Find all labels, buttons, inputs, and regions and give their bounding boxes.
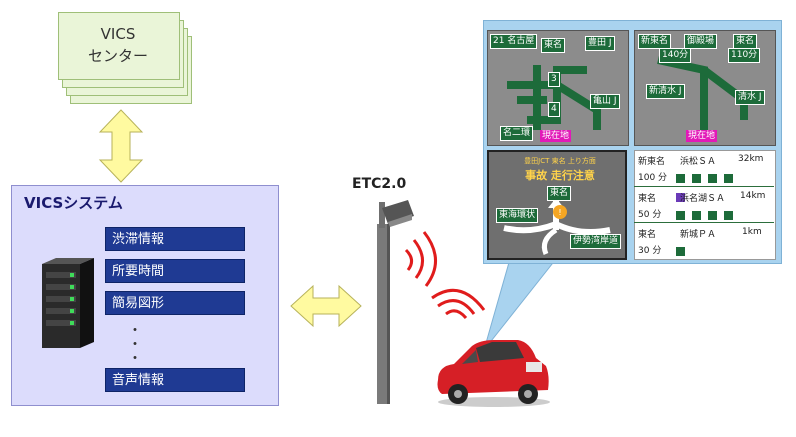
ellipsis-dot: ・ (128, 337, 142, 353)
map2-top-right: 東名 (733, 34, 758, 49)
horizontal-double-arrow (290, 284, 362, 328)
sa-pa-list (634, 150, 776, 260)
vics-system-title: VICSシステム (24, 194, 123, 212)
sa-row-name: 浜名湖ＳＡ (680, 194, 726, 204)
accident-right-label: 伊勢湾岸道 (570, 234, 622, 249)
server-icon (42, 258, 94, 348)
info-item-voice: 音声情報 (105, 368, 245, 392)
etc-label: ETC2.0 (352, 176, 407, 192)
vertical-double-arrow (98, 109, 144, 183)
sa-row-time: 100 分 (638, 173, 668, 183)
sa-row-dist: 14km (740, 191, 766, 201)
map2-top-mid: 御殿場 (684, 34, 718, 49)
sa-row-road: 新東名 (638, 157, 666, 167)
map1-bottom-label: 名二環 (500, 126, 534, 141)
sa-row-road: 東名 (638, 230, 657, 240)
ellipsis-dot: ・ (128, 323, 142, 339)
info-item-congestion: 渋滞情報 (105, 227, 245, 251)
info-item-simple-figure: 簡易図形 (105, 291, 245, 315)
info-item-travel-time: 所要時間 (105, 259, 245, 283)
map1-route-number: 21 (493, 36, 505, 46)
facility-icons (676, 168, 746, 202)
radio-wave-icon (431, 288, 486, 319)
sa-row-dist: 32km (738, 154, 764, 164)
map2-mid-right-text: 清水 (738, 92, 757, 102)
map1-mid-right-j: J (613, 96, 617, 106)
sa-row-name: 浜松ＳＡ (680, 157, 717, 167)
sa-row-name: 新城ＰＡ (680, 230, 717, 240)
accident-header: 豊田JCT 東名 上り方面 (524, 157, 596, 165)
sa-row-time: 30 分 (638, 246, 662, 256)
facility-icons (676, 241, 696, 256)
map2-mid-left-j: J (678, 86, 682, 96)
ellipsis-dot: ・ (128, 351, 142, 367)
map1-right-label: 豊田 J (585, 36, 615, 51)
map1-route-sign: 21 名古屋 (490, 34, 538, 49)
map2-time-right: 110分 (728, 48, 761, 63)
map2-time-left: 140分 (659, 48, 692, 63)
map1-mid-right-label: 亀山 J (590, 94, 620, 109)
sa-separator (634, 222, 774, 223)
sa-row-dist: 1km (742, 227, 762, 237)
car-icon (437, 340, 550, 407)
facility-icons (676, 205, 746, 220)
accident-top-label: 東名 (547, 186, 572, 201)
vics-center-label: VICS センター (58, 12, 178, 78)
accident-left-label: 東海環状 (496, 208, 539, 223)
map2-mid-left-text: 新清水 (649, 86, 677, 96)
radio-wave-icon (404, 231, 437, 287)
accident-title: 事故 走行注意 (525, 169, 595, 182)
roadside-antenna-icon (377, 200, 414, 404)
map2-current-location: 現在地 (686, 130, 718, 142)
vics-center-line2: センター (87, 47, 148, 65)
map1-mid-right-text: 亀山 (593, 96, 612, 106)
map1-route-3: 3 (548, 72, 560, 87)
map2-mid-right: 清水 J (735, 90, 765, 105)
map2-mid-left: 新清水 J (646, 84, 685, 99)
map1-right-text: 豊田 (588, 38, 607, 48)
vics-center-line1: VICS (100, 25, 136, 43)
map1-right-j: J (608, 38, 612, 48)
vics-center-doc-front (58, 12, 180, 80)
map2-top-left: 新東名 (638, 34, 672, 49)
map2-mid-right-j: J (758, 92, 762, 102)
svg-text:!: ! (558, 208, 561, 217)
sa-separator (634, 186, 774, 187)
sa-row-road: 東名 (638, 194, 657, 204)
sa-row-time: 50 分 (638, 210, 662, 220)
map1-mid-label: 東名 (541, 38, 566, 53)
map1-top-label: 名古屋 (507, 36, 535, 46)
map1-current-location: 現在地 (540, 130, 572, 142)
map1-route-4: 4 (548, 102, 560, 117)
